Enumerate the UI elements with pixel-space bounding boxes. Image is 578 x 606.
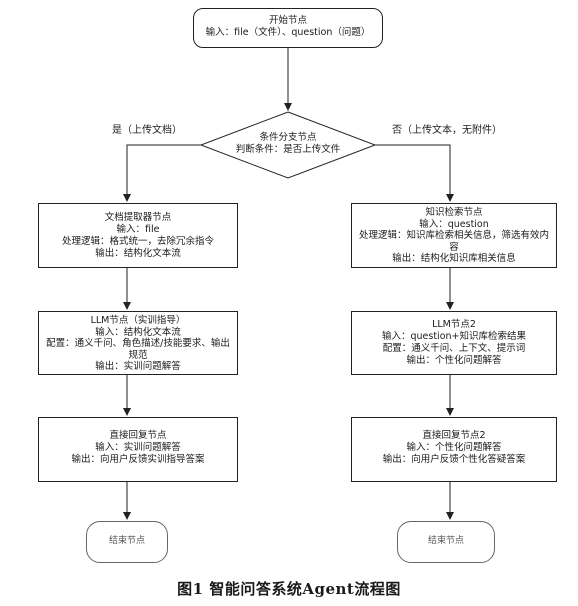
- reply1-line: 输入：实训问题解答: [95, 442, 181, 453]
- reply2-title: 直接回复节点2: [422, 430, 486, 441]
- reply2-line: 输出：向用户反馈个性化答疑答案: [382, 454, 526, 465]
- edge-condition-docextractor: [123, 144, 201, 202]
- kb-retrieval-line: 输入：question: [419, 218, 489, 230]
- branch-label-yes: 是（上传文档）: [112, 125, 182, 136]
- start-node-title: 开始节点: [268, 15, 307, 26]
- llm2-line: 输出：个性化问题解答: [406, 355, 502, 366]
- kb-retrieval-node: 知识检索节点 输入：question 处理逻辑：知识库检索相关信息，筛选有效内容…: [351, 203, 557, 268]
- llm2-title: LLM节点2: [432, 319, 476, 330]
- condition-node-text: 条件分支节点 判断条件：是否上传文件: [213, 132, 363, 156]
- condition-node-line: 判断条件：是否上传文件: [235, 144, 341, 155]
- doc-extractor-node: 文档提取器节点 输入：file 处理逻辑：格式统一，去除冗余指令 输出：结构化文…: [38, 203, 238, 268]
- doc-extractor-title: 文档提取器节点: [104, 212, 172, 223]
- start-node: 开始节点 输入：file（文件）、question（问题）: [193, 8, 383, 48]
- start-node-line: 输入：file（文件）、question（问题）: [205, 27, 371, 38]
- llm1-line: 输出：实训问题解答: [95, 361, 181, 372]
- reply2-node: 直接回复节点2 输入：个性化问题解答 输出：向用户反馈个性化答疑答案: [351, 417, 557, 482]
- end-node-right-title: 结束节点: [427, 536, 464, 546]
- llm2-line: 配置：通义千问、上下文、提示词: [382, 343, 526, 354]
- edge-condition-kbretrieval: [375, 144, 454, 202]
- end-node-left-title: 结束节点: [108, 536, 145, 546]
- llm2-line: 输入：question+知识库检索结果: [381, 331, 526, 342]
- reply2-line: 输入：个性化问题解答: [406, 442, 502, 453]
- llm1-node: LLM节点（实训指导） 输入：结构化文本流 配置：通义千问、角色描述/技能要求、…: [38, 311, 238, 375]
- doc-extractor-line: 输出：结构化文本流: [95, 248, 181, 259]
- kb-retrieval-line: 处理逻辑：知识库检索相关信息，筛选有效内容: [358, 230, 549, 253]
- doc-extractor-line: 处理逻辑：格式统一，去除冗余指令: [61, 236, 214, 247]
- condition-node-title: 条件分支节点: [259, 132, 317, 143]
- reply1-line: 输出：向用户反馈实训指导答案: [71, 454, 205, 465]
- end-node-left: 结束节点: [86, 521, 168, 563]
- kb-retrieval-line: 输出：结构化知识库相关信息: [392, 253, 516, 264]
- end-node-right: 结束节点: [397, 521, 495, 563]
- condition-diamond: [199, 111, 377, 179]
- llm2-node: LLM节点2 输入：question+知识库检索结果 配置：通义千问、上下文、提…: [351, 311, 557, 375]
- doc-extractor-line: 输入：file: [116, 224, 160, 235]
- reply1-title: 直接回复节点: [109, 430, 167, 441]
- llm1-title: LLM节点（实训指导）: [90, 315, 186, 326]
- branch-label-no: 否（上传文本，无附件）: [392, 125, 502, 136]
- figure-caption: 图1 智能问答系统Agent流程图: [177, 580, 401, 598]
- llm1-line: 输入：结构化文本流: [95, 326, 181, 338]
- llm1-line: 配置：通义千问、角色描述/技能要求、输出规范: [46, 338, 230, 361]
- kb-retrieval-title: 知识检索节点: [425, 207, 483, 218]
- reply1-node: 直接回复节点 输入：实训问题解答 输出：向用户反馈实训指导答案: [38, 417, 238, 482]
